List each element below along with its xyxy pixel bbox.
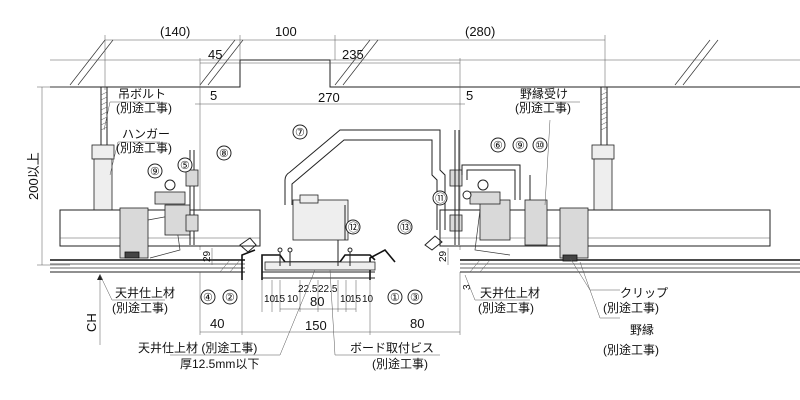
device-bracket <box>284 129 446 241</box>
label-clip-note: (別途工事) <box>603 300 659 315</box>
label-board-screw: ボード取付ビス <box>350 341 434 355</box>
ch-label: CH <box>84 313 99 332</box>
dim-80-outer: 80 <box>410 316 424 331</box>
dim-10-a: 10 <box>264 294 276 305</box>
svg-text:⑨: ⑨ <box>515 140 525 152</box>
dim-height: 200以上 <box>26 152 41 200</box>
svg-text:⑪: ⑪ <box>435 192 446 205</box>
small-vertical-dims: 29 29 3 <box>202 248 473 290</box>
left-clamp-assembly <box>119 150 199 259</box>
svg-text:⑦: ⑦ <box>295 127 305 139</box>
dim-15-a: 15 <box>274 294 286 305</box>
frame-6 <box>461 164 521 200</box>
svg-text:⑥: ⑥ <box>493 140 503 152</box>
label-finish-left-note: (別途工事) <box>112 300 168 315</box>
left-height-dimension: 200以上 <box>26 86 70 266</box>
callout-12: ⑫ <box>345 219 361 235</box>
callout-6: ⑥ <box>490 137 506 153</box>
central-frame <box>239 235 443 280</box>
svg-text:②: ② <box>225 292 235 304</box>
dim-270: 270 <box>318 90 340 105</box>
hanging-bolt-right <box>591 87 615 220</box>
callout-13: ⑬ <box>397 219 413 235</box>
top-dimensions: (140) 100 (280) 45 235 5 270 5 <box>104 24 606 250</box>
label-finish-left: 天井仕上材 <box>115 286 175 300</box>
dim-22-5-b: 22.5 <box>318 284 338 295</box>
label-runner-note: (別途工事) <box>603 342 659 357</box>
dim-10-c: 10 <box>340 294 352 305</box>
dim-15-b: 15 <box>350 294 362 305</box>
dim-5-right: 5 <box>466 88 473 103</box>
dim-top-mid: 100 <box>275 24 297 39</box>
screw-set <box>277 240 353 266</box>
dim-40: 40 <box>210 316 224 331</box>
callout-11: ⑪ <box>432 190 448 206</box>
label-finish-right-note: (別途工事) <box>478 300 534 315</box>
callout-4: ④ <box>200 289 216 305</box>
label-runner: 野縁 <box>630 322 654 337</box>
dim-80-inner: 80 <box>310 294 324 309</box>
callout-7: ⑦ <box>292 124 308 140</box>
callout-9-right: ⑨ <box>512 137 528 153</box>
svg-text:⑨: ⑨ <box>150 166 160 178</box>
bottom-dimensions: 10 15 10 22.5 22.5 10 15 10 80 40 150 80 <box>199 272 461 335</box>
callout-10: ⑩ <box>532 137 548 153</box>
callout-9-left: ⑨ <box>147 163 163 179</box>
svg-text:③: ③ <box>410 292 420 304</box>
ch-mark: CH <box>84 274 103 345</box>
ceiling-finish-layers <box>50 259 800 273</box>
dim-5-left: 5 <box>210 88 217 103</box>
dim-top-right: (280) <box>465 24 495 39</box>
label-board-screw-note: (別途工事) <box>372 356 428 371</box>
callout-3: ③ <box>407 289 423 305</box>
label-finish-bottom: 天井仕上材 (別途工事) <box>138 340 257 355</box>
svg-text:⑬: ⑬ <box>400 221 411 234</box>
label-hanging-bolt-note: (別途工事) <box>116 100 172 115</box>
callout-8: ⑧ <box>216 145 232 161</box>
svg-text:⑫: ⑫ <box>348 221 359 234</box>
callout-1: ① <box>387 289 403 305</box>
dim-235: 235 <box>342 47 364 62</box>
callouts: ① ② ③ ④ ⑤ ⑥ ⑦ ⑧ ⑨ ⑨ ⑩ ⑪ ⑫ ⑬ <box>147 124 548 305</box>
callout-5: ⑤ <box>177 157 193 173</box>
svg-text:①: ① <box>390 292 400 304</box>
svg-text:⑧: ⑧ <box>219 148 229 160</box>
dim-45: 45 <box>208 47 222 62</box>
svg-text:④: ④ <box>203 292 213 304</box>
concrete-slab <box>50 39 800 88</box>
dim-22-5-a: 22.5 <box>298 284 318 295</box>
label-hanger: ハンガー <box>122 127 170 141</box>
hanging-bolt-left <box>91 87 115 220</box>
svg-text:⑩: ⑩ <box>535 140 545 152</box>
label-finish-right: 天井仕上材 <box>480 286 540 300</box>
label-clip: クリップ <box>620 286 668 300</box>
dim-150: 150 <box>305 318 327 333</box>
dim-29-left: 29 <box>202 250 213 262</box>
dim-3: 3 <box>462 284 473 290</box>
label-hanging-bolt: 吊ボルト <box>118 87 166 101</box>
label-runner-holder: 野縁受け <box>520 86 568 101</box>
dim-10-b: 10 <box>287 294 299 305</box>
labels: 吊ボルト (別途工事) ハンガー (別途工事) 野縁受け (別途工事) 天井仕上… <box>112 86 668 371</box>
label-hanger-note: (別途工事) <box>116 140 172 155</box>
dim-10-d: 10 <box>362 294 374 305</box>
label-finish-bottom-thickness: 厚12.5mm以下 <box>180 357 259 371</box>
label-runner-holder-note: (別途工事) <box>515 100 571 115</box>
dim-29-right: 29 <box>438 250 449 262</box>
dim-top-left: (140) <box>160 24 190 39</box>
right-clamp-assembly <box>449 130 589 259</box>
callout-2: ② <box>222 289 238 305</box>
leader-lines <box>99 101 620 356</box>
svg-text:⑤: ⑤ <box>180 160 190 172</box>
